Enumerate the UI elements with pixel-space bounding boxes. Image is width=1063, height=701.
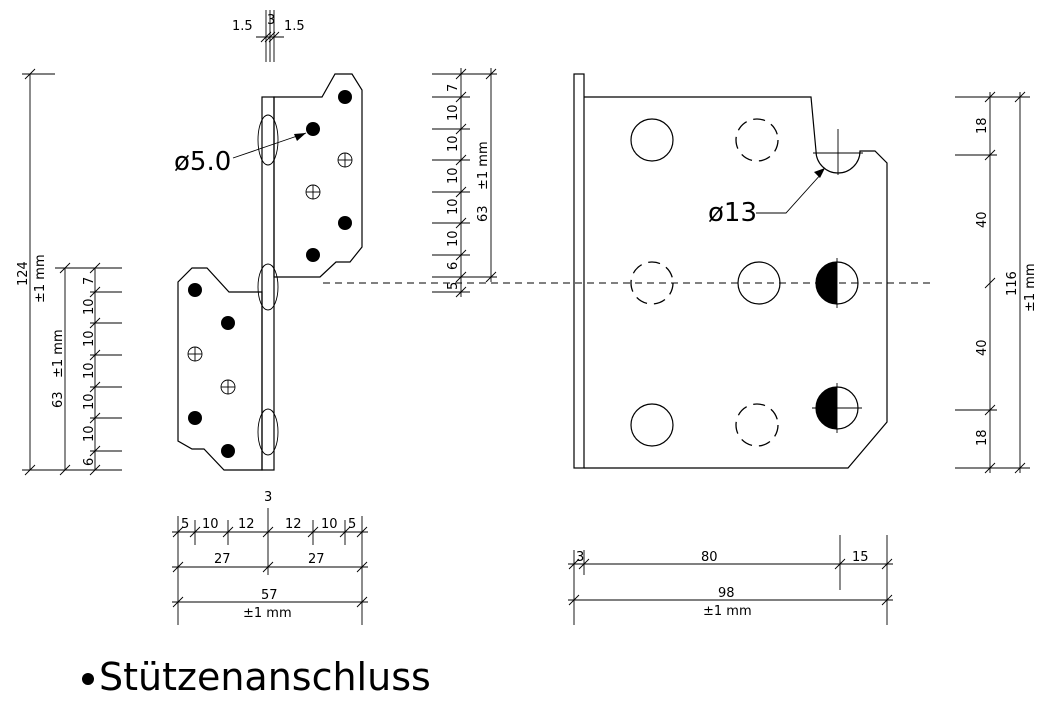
dim-right-18: 18 bbox=[975, 117, 990, 134]
callout-hole-small-text: ø5.0 bbox=[174, 147, 231, 177]
knuckle-bottom bbox=[257, 408, 279, 456]
left-view: ø5.0 bbox=[174, 73, 363, 471]
hole-hidden bbox=[735, 118, 779, 162]
dim-left-6: 6 bbox=[82, 458, 97, 466]
dim-left-10: 10 bbox=[82, 330, 97, 347]
dim-mid-63: 63 bbox=[476, 205, 491, 222]
bottom-dimensions-left: 3 5 10 12 12 10 5 27 27 57 ±1 mm bbox=[172, 490, 368, 625]
hole-filled bbox=[188, 283, 202, 297]
hole-crossed bbox=[220, 379, 236, 395]
lower-flap-outline bbox=[177, 267, 263, 471]
dim-top-3: 3 bbox=[267, 13, 275, 28]
dim-rbottom-80: 80 bbox=[701, 550, 718, 565]
dim-right-116-tol: ±1 mm bbox=[1023, 263, 1038, 312]
dim-mid-10: 10 bbox=[446, 104, 461, 121]
dim-bottom-3: 3 bbox=[264, 490, 272, 505]
dim-bottom-12: 12 bbox=[285, 517, 302, 532]
hole-filled bbox=[306, 122, 320, 136]
dim-bottom-27: 27 bbox=[308, 552, 325, 567]
callout-hole-large-text: ø13 bbox=[708, 198, 757, 228]
left-dimensions: 124 ±1 mm 63 ±1 mm 7 10 10 10 10 10 6 bbox=[16, 68, 122, 476]
dim-mid-10: 10 bbox=[446, 135, 461, 152]
dim-left-10: 10 bbox=[82, 393, 97, 410]
dim-right-116: 116 bbox=[1005, 271, 1020, 296]
dim-right-40: 40 bbox=[975, 211, 990, 228]
hole-filled bbox=[221, 316, 235, 330]
dim-right-18: 18 bbox=[975, 429, 990, 446]
hole-filled bbox=[338, 90, 352, 104]
center-web bbox=[261, 96, 275, 471]
callout-hole-large: ø13 bbox=[708, 168, 825, 228]
dim-bottom-12: 12 bbox=[238, 517, 255, 532]
dim-mid-6: 6 bbox=[446, 262, 461, 270]
dim-rbottom-3: 3 bbox=[576, 550, 584, 565]
dim-left-63-tol: ±1 mm bbox=[51, 329, 66, 378]
hole-crossed bbox=[305, 184, 321, 200]
right-view: ø13 bbox=[573, 73, 888, 469]
dim-mid-10: 10 bbox=[446, 167, 461, 184]
knuckle-top bbox=[257, 114, 279, 166]
dim-left-10: 10 bbox=[82, 362, 97, 379]
dim-rbottom-98: 98 bbox=[718, 586, 735, 601]
dim-left-10: 10 bbox=[82, 298, 97, 315]
dim-left-7: 7 bbox=[82, 277, 97, 285]
plate-edge bbox=[573, 73, 585, 469]
dim-bottom-27: 27 bbox=[214, 552, 231, 567]
dim-top-1-5-left: 1.5 bbox=[232, 19, 253, 34]
hole-hidden bbox=[630, 261, 674, 305]
drawing-title: Stützenanschluss bbox=[99, 655, 431, 699]
hole-half-filled bbox=[812, 383, 862, 433]
knuckle-middle bbox=[257, 263, 279, 311]
hole-filled bbox=[221, 444, 235, 458]
plate-outline bbox=[584, 96, 888, 469]
hole-filled bbox=[306, 248, 320, 262]
dim-mid-63-tol: ±1 mm bbox=[476, 141, 491, 190]
dim-rbottom-98-tol: ±1 mm bbox=[703, 604, 752, 619]
dim-bottom-5: 5 bbox=[181, 517, 189, 532]
hole-crossed bbox=[187, 346, 203, 362]
dim-left-63: 63 bbox=[51, 391, 66, 408]
hole-crossed bbox=[337, 152, 353, 168]
hole-filled bbox=[338, 216, 352, 230]
right-dimensions: 18 40 40 18 116 ±1 mm bbox=[955, 91, 1038, 474]
middle-dimensions: 7 10 10 10 10 10 6 5 63 ±1 mm bbox=[432, 68, 497, 298]
dim-rbottom-15: 15 bbox=[852, 550, 869, 565]
dim-mid-5: 5 bbox=[446, 282, 461, 290]
hole-open bbox=[737, 261, 781, 305]
dim-mid-10: 10 bbox=[446, 198, 461, 215]
dim-left-124: 124 bbox=[16, 261, 31, 286]
dim-left-124-tol: ±1 mm bbox=[33, 254, 48, 303]
dim-bottom-57-tol: ±1 mm bbox=[243, 606, 292, 621]
upper-flap-outline bbox=[273, 73, 363, 278]
dim-left-10: 10 bbox=[82, 425, 97, 442]
title-bullet bbox=[82, 673, 94, 685]
hole-open bbox=[630, 403, 674, 447]
hole-hidden bbox=[735, 403, 779, 447]
hole-open bbox=[630, 118, 674, 162]
dim-bottom-57: 57 bbox=[261, 588, 278, 603]
dim-bottom-10: 10 bbox=[202, 517, 219, 532]
hole-half-filled bbox=[815, 258, 859, 308]
dim-mid-10: 10 bbox=[446, 230, 461, 247]
hole-filled bbox=[188, 411, 202, 425]
dim-top-1-5-right: 1.5 bbox=[284, 19, 305, 34]
dim-mid-7: 7 bbox=[446, 84, 461, 92]
top-dimensions: 1.5 3 1.5 bbox=[232, 10, 305, 62]
callout-hole-small: ø5.0 bbox=[174, 132, 307, 177]
dim-bottom-5: 5 bbox=[348, 517, 356, 532]
dim-right-40: 40 bbox=[975, 339, 990, 356]
dim-bottom-10: 10 bbox=[321, 517, 338, 532]
bottom-dimensions-right: 3 80 15 98 ±1 mm bbox=[568, 535, 893, 625]
